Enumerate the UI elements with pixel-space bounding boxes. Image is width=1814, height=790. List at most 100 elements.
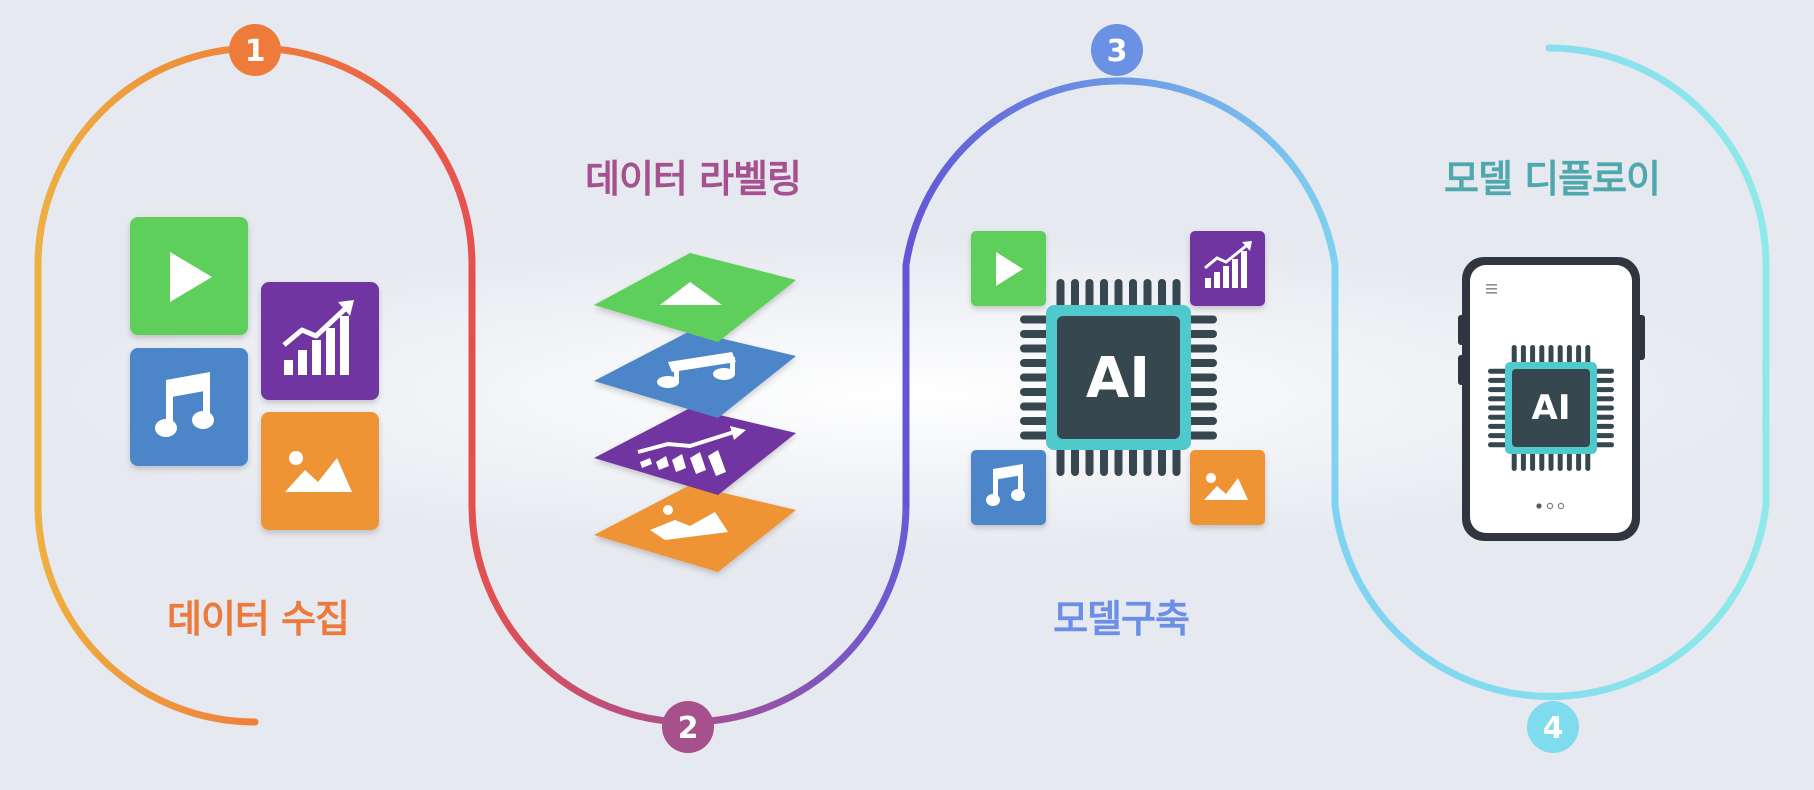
labeling-stack: [594, 253, 796, 572]
chip-pin: [1593, 405, 1614, 411]
chip-pin: [1511, 450, 1517, 471]
music-note-icon: [155, 372, 214, 437]
chip-pin: [1187, 388, 1217, 396]
chip-pin: [1576, 345, 1582, 366]
chip-pin: [1585, 450, 1591, 471]
chart-layer: [594, 408, 796, 495]
image-layer: [594, 485, 796, 572]
chip-pin: [1100, 279, 1108, 309]
ai-chip-icon: AI: [1020, 279, 1217, 476]
phone-chip-label: AI: [1532, 388, 1571, 428]
chip-pin: [1511, 345, 1517, 366]
chip-pin: [1020, 330, 1050, 338]
step-number-1: 1: [245, 34, 266, 69]
chip-pin: [1020, 315, 1050, 324]
chip-label: AI: [1086, 346, 1150, 411]
chip-pin: [1071, 279, 1079, 309]
chip-pin: [1576, 450, 1582, 471]
step-number-3: 3: [1107, 34, 1128, 69]
music-note-icon: [986, 464, 1025, 506]
chip-pin: [1129, 279, 1137, 309]
step-label-4: 모델 디플로이: [1444, 157, 1660, 201]
chip-pin: [1085, 446, 1094, 476]
chip-pin: [1593, 414, 1614, 420]
step-badge-3: 3: [1091, 24, 1143, 76]
video-tile-small: [971, 231, 1046, 306]
step-number-2: 2: [678, 711, 699, 746]
video-layer: [594, 253, 796, 342]
step-label-2: 데이터 라벨링: [585, 157, 801, 201]
chip-pin: [1593, 433, 1614, 439]
step-number-4: 4: [1543, 711, 1564, 746]
model-building: AI: [971, 231, 1265, 525]
chip-pin: [1593, 387, 1614, 393]
chip-pin: [1020, 388, 1050, 396]
play-icon: [996, 252, 1023, 286]
menu-icon: [1486, 284, 1497, 294]
play-icon: [660, 282, 722, 305]
chip-pin: [1488, 433, 1509, 439]
chip-pin: [1187, 315, 1217, 324]
chip-pin: [1187, 402, 1217, 411]
chip-pin: [1548, 450, 1554, 471]
chip-pin: [1020, 417, 1050, 425]
chip-pin: [1488, 405, 1509, 411]
chip-pin: [1020, 431, 1050, 440]
growth-chart-icon: [1204, 241, 1252, 288]
chip-pin: [1488, 442, 1509, 448]
image-icon: [1204, 473, 1248, 500]
chip-pin: [1566, 450, 1572, 471]
chip-pin: [1129, 446, 1137, 476]
chip-pin: [1187, 417, 1217, 425]
chip-pin: [1172, 446, 1181, 476]
chip-pin: [1585, 345, 1591, 366]
collection-tiles: [130, 217, 379, 530]
image-icon: [650, 505, 728, 540]
step-badge-1: 1: [229, 24, 281, 76]
chip-pin: [1187, 344, 1217, 353]
step-label-1: 데이터 수집: [167, 597, 349, 641]
chip-pin: [1557, 345, 1563, 366]
chip-pin: [1114, 446, 1123, 476]
chip-pin: [1488, 387, 1509, 393]
chip-pin: [1143, 446, 1152, 476]
chip-pin: [1020, 402, 1050, 411]
chip-pin: [1539, 450, 1545, 471]
chip-pin: [1488, 377, 1509, 383]
chip-pin: [1187, 330, 1217, 338]
chip-pin: [1488, 414, 1509, 420]
chip-pin: [1548, 345, 1554, 366]
music-tile-small: [971, 450, 1046, 525]
chip-pin: [1143, 279, 1152, 309]
chip-pin: [1056, 446, 1065, 476]
step-badge-2: 2: [662, 701, 714, 753]
chip-pin: [1114, 279, 1123, 309]
chip-pin: [1520, 450, 1526, 471]
flow-segment-3: [902, 77, 1339, 509]
chip-pin: [1085, 279, 1094, 309]
chip-pin: [1071, 446, 1079, 476]
play-icon: [170, 252, 212, 302]
chip-pin: [1530, 450, 1536, 471]
growth-chart-icon: [282, 300, 354, 375]
chart-tile: [261, 282, 379, 400]
chip-pin: [1100, 446, 1108, 476]
video-tile: [130, 217, 248, 335]
chip-pin: [1488, 423, 1509, 429]
chip-pin: [1172, 279, 1181, 309]
music-layer: [594, 331, 796, 418]
image-tile-small: [1190, 450, 1265, 525]
chip-pin: [1539, 345, 1545, 366]
chip-pin: [1593, 423, 1614, 429]
chip-pin: [1593, 442, 1614, 448]
chip-pin: [1187, 373, 1217, 382]
chip-pin: [1520, 345, 1526, 366]
chip-pin: [1530, 345, 1536, 366]
flow-segment-1: [34, 44, 476, 726]
ai-chip-icon: AI: [1488, 345, 1614, 471]
chip-pin: [1158, 446, 1166, 476]
chart-tile-small: [1190, 231, 1265, 306]
step-label-3: 모델구축: [1053, 597, 1189, 641]
